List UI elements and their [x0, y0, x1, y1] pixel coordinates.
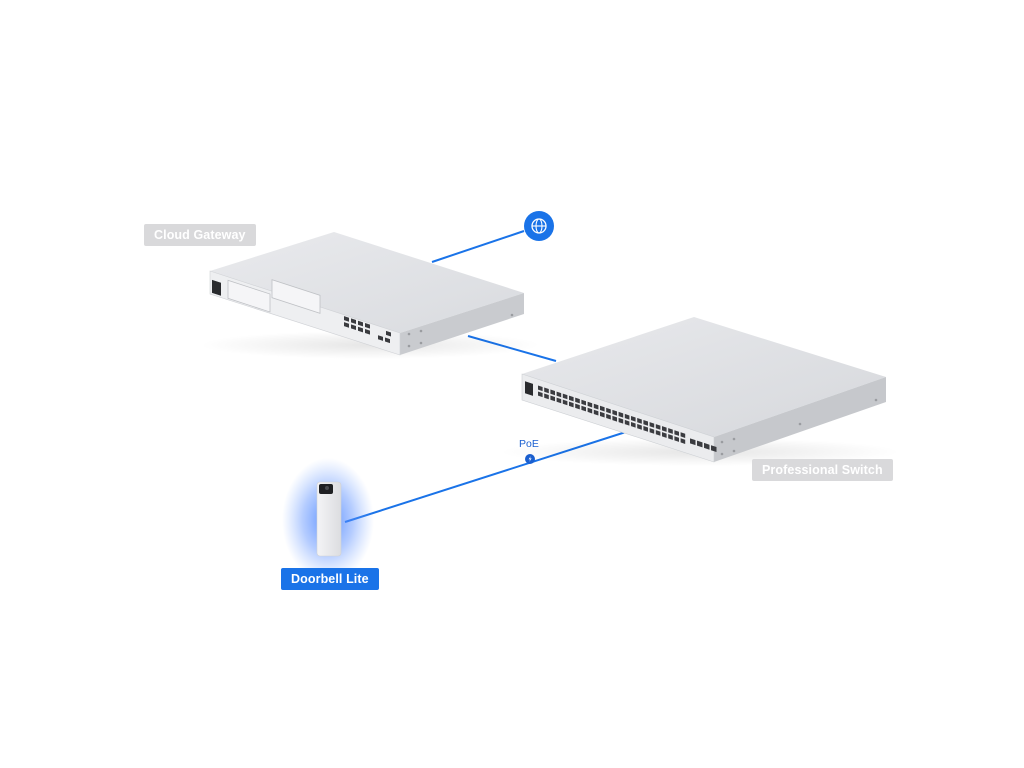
switch-port	[587, 407, 593, 414]
switch-port	[655, 424, 661, 430]
switch-port	[624, 413, 630, 420]
switch-port	[587, 401, 593, 408]
sfp-port	[711, 445, 717, 453]
switch-port	[643, 420, 649, 426]
switch-port	[593, 409, 599, 416]
switch-port	[674, 430, 680, 436]
switch-port	[655, 430, 661, 436]
switch-port	[562, 393, 568, 400]
switch-port	[649, 428, 655, 434]
sfp-port	[704, 442, 710, 450]
doorbell-device	[282, 458, 374, 582]
cloud-gateway-label[interactable]: Cloud Gateway	[144, 224, 256, 246]
switch-port	[612, 409, 618, 416]
switch-port	[618, 411, 624, 418]
switch-port	[544, 393, 549, 400]
switch-port	[674, 436, 680, 442]
switch-port	[575, 397, 580, 404]
sfp-port	[690, 438, 696, 446]
switch-port	[643, 426, 649, 432]
switch-port	[612, 415, 618, 422]
switch-port	[538, 385, 543, 392]
switch-port	[631, 415, 636, 422]
switch-port	[631, 421, 636, 428]
switch-port	[618, 417, 624, 424]
switch-port	[600, 411, 605, 418]
switch-port	[593, 403, 599, 410]
switch-port	[538, 391, 543, 398]
switch-port	[680, 438, 686, 444]
switch-port	[668, 428, 673, 434]
sfp-port	[697, 440, 703, 448]
gateway-device	[200, 232, 540, 359]
switch-device	[500, 317, 900, 466]
switch-port	[556, 391, 562, 398]
switch-port	[581, 405, 587, 412]
switch-port	[569, 395, 574, 402]
switch-port	[624, 419, 630, 426]
poe-label: PoE	[519, 438, 539, 450]
switch-port	[662, 432, 667, 438]
switch-port	[575, 403, 580, 410]
switch-port	[637, 424, 642, 430]
globe-icon	[524, 211, 554, 241]
switch-port	[668, 434, 673, 440]
professional-switch-label[interactable]: Professional Switch	[752, 459, 893, 481]
switch-port	[569, 401, 574, 408]
switch-port	[649, 422, 655, 428]
switch-port	[600, 405, 605, 412]
switch-port	[581, 399, 587, 406]
switch-port	[606, 407, 611, 414]
switch-port	[550, 389, 556, 396]
switch-port	[680, 432, 686, 438]
switch-port	[637, 418, 642, 424]
switch-port	[544, 387, 549, 394]
switch-port	[606, 413, 611, 420]
switch-port	[562, 399, 568, 406]
switch-port	[550, 395, 556, 402]
internet-link	[431, 230, 525, 263]
doorbell-lite-label[interactable]: Doorbell Lite	[281, 568, 379, 590]
switch-port	[556, 397, 562, 404]
switch-port	[662, 426, 667, 432]
